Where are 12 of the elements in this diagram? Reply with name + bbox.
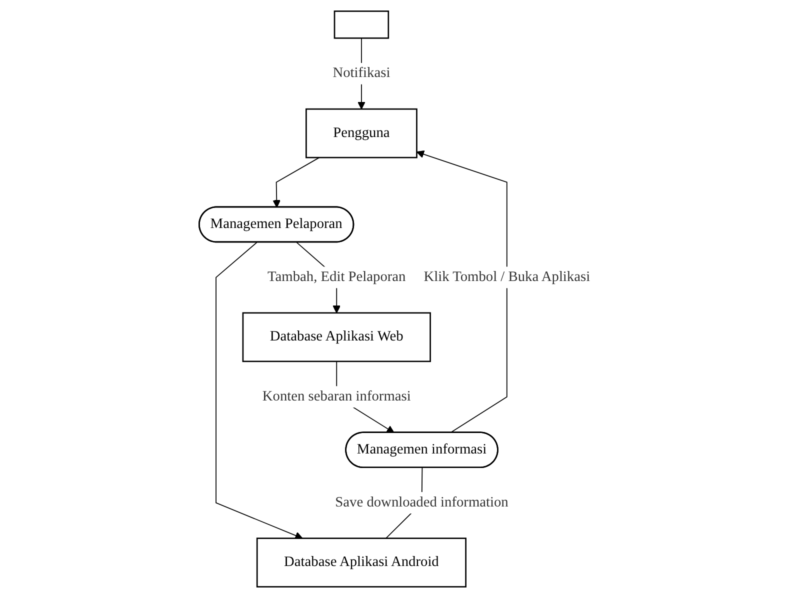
arrow: [416, 150, 508, 434]
edge-label: Konten sebaran informasi: [262, 388, 412, 404]
node-box: Database Aplikasi Web: [242, 312, 432, 362]
arrow: [216, 242, 304, 540]
edge-label: Save downloaded information: [336, 494, 509, 510]
edge-label: Tambah, Edit Pelaporan: [268, 269, 406, 285]
arrow: [273, 157, 320, 208]
node-box: Pengguna: [306, 108, 418, 158]
edge-label: Notifikasi: [333, 66, 391, 81]
node-box: Database Aplikasi Android: [256, 538, 467, 588]
edge-label: Klik Tombol / Buka Aplikasi: [424, 269, 590, 285]
node-box: [334, 10, 390, 39]
